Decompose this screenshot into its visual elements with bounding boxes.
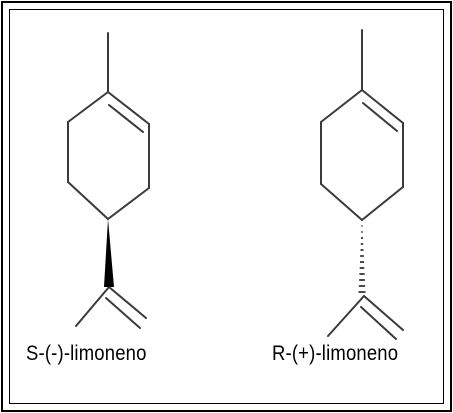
ring-double-bond-inner [362, 102, 398, 132]
ring-bond [67, 181, 109, 220]
isopropenyl-methyl-bond [75, 286, 110, 327]
ring-double-bond [361, 89, 404, 124]
vinyl-double-bond-second [360, 306, 397, 340]
ring-bond [107, 187, 150, 220]
ring-bond [361, 186, 404, 221]
ring-bond [67, 91, 109, 123]
inner-border [9, 9, 444, 404]
r-limonene-caption: R-(+)-limoneno [272, 342, 399, 365]
s-limonene-caption: S-(-)-limoneno [26, 342, 147, 365]
vinyl-double-bond [108, 286, 147, 319]
isopropenyl-methyl-bond [327, 295, 365, 337]
vinyl-double-bond-second [105, 297, 141, 329]
ring-bond [320, 89, 363, 123]
ring-bond [320, 183, 363, 221]
ring-double-bond-inner [108, 104, 144, 133]
vinyl-double-bond [363, 295, 404, 331]
ring-double-bond [107, 91, 150, 125]
wedge-bond [104, 219, 114, 287]
hash-bond [358, 225, 366, 293]
